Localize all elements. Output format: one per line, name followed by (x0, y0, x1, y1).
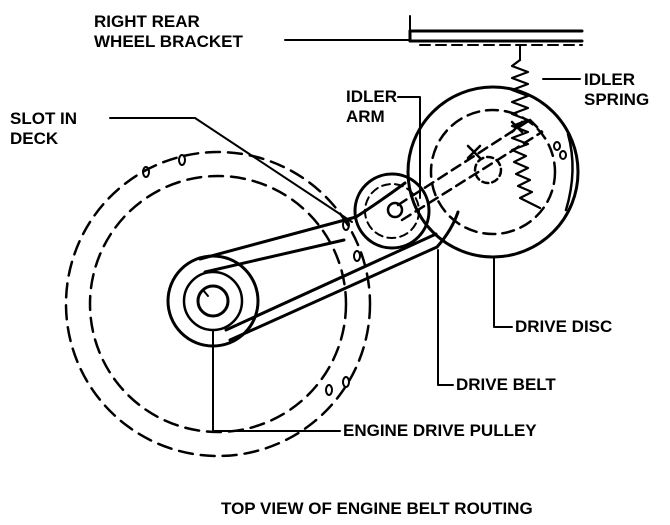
diagram-caption: TOP VIEW OF ENGINE BELT ROUTING (221, 499, 533, 518)
leader-drive-belt (437, 249, 454, 386)
leader-engine-pulley (212, 329, 341, 432)
deck-outer-circle (64, 150, 372, 458)
wheel-bracket (408, 15, 584, 61)
label-idler-arm: IDLER ARM (346, 87, 397, 126)
label-slot-in-deck: SLOT IN DECK (10, 109, 78, 148)
leader-drive-disc (493, 257, 513, 328)
label-drive-disc: DRIVE DISC (515, 317, 613, 336)
drive-belt (198, 181, 460, 342)
idler-pulley (353, 172, 431, 250)
label-idler-spring: IDLER SPRING (584, 70, 650, 109)
leader-lines (109, 39, 581, 432)
drive-disc (406, 85, 580, 259)
leader-slot (109, 117, 353, 223)
label-drive-belt: DRIVE BELT (456, 375, 556, 394)
leader-idler-arm (397, 96, 421, 199)
deck-bolt-holes (142, 154, 361, 396)
label-right-rear-wheel-bracket: RIGHT REAR WHEEL BRACKET (94, 12, 243, 51)
label-engine-drive-pulley: ENGINE DRIVE PULLEY (343, 421, 537, 440)
idler-spring (510, 58, 542, 210)
